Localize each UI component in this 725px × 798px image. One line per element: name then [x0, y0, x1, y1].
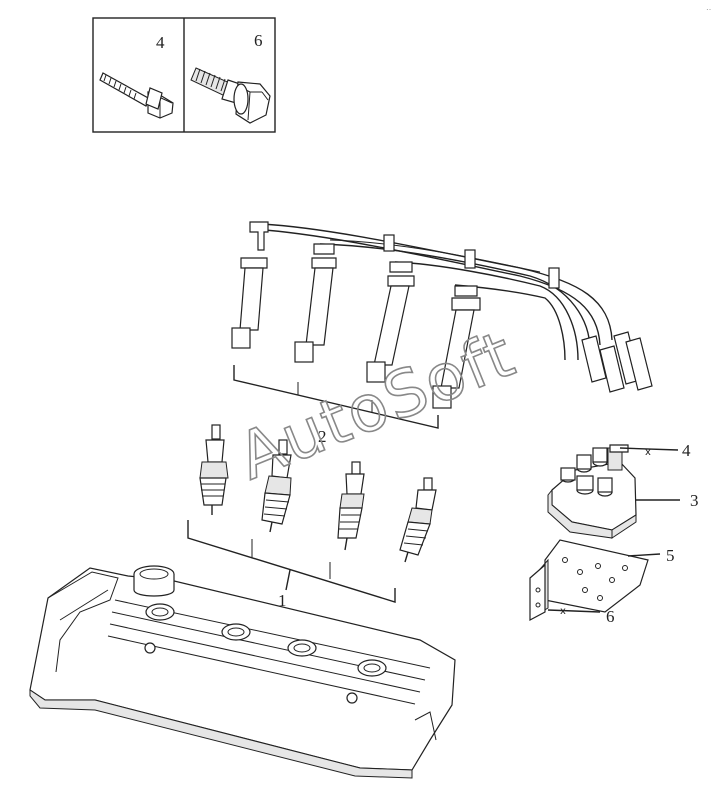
spark-plug: [337, 461, 365, 551]
callout-2: 2: [318, 427, 327, 446]
lead-group-bracket: [233, 365, 439, 429]
callout-4: 4: [682, 441, 691, 460]
plug-group-bracket: [187, 520, 396, 603]
spark-plug: [399, 477, 437, 563]
lead-clip: [548, 267, 560, 289]
plug-boot: [231, 221, 269, 349]
callout-3: 3: [690, 491, 699, 510]
lead-boot: [599, 345, 625, 393]
plug-boot: [366, 261, 415, 383]
fastener-inset: 4 6: [92, 17, 276, 133]
valve-cover: [29, 565, 456, 779]
lead-boot: [581, 335, 607, 383]
hex-bolt-icon: [99, 72, 174, 119]
plug-boot: [432, 285, 481, 409]
callout-1: 1: [278, 591, 287, 610]
spark-plug: [199, 424, 229, 515]
lead-clip: [383, 234, 395, 252]
callout-6: 6: [606, 607, 615, 626]
watermark: AutoSoft: [228, 317, 525, 495]
plug-boot: [294, 243, 337, 363]
lead-boot: [625, 337, 653, 391]
flange-screw-icon: [190, 67, 271, 124]
inset-callout-4: 4: [156, 33, 165, 52]
mounting-bracket: 5 x 6: [529, 539, 675, 626]
corner-mark: ‥: [706, 3, 711, 12]
callout-5: 5: [666, 546, 675, 565]
spark-plug: [261, 439, 292, 533]
distributor-cap: x 4 3: [547, 441, 699, 539]
inset-callout-6: 6: [254, 31, 263, 50]
spark-plugs: 1: [187, 424, 437, 610]
svg-text:x: x: [645, 447, 651, 458]
ignition-leads: 2: [231, 221, 653, 446]
svg-text:x: x: [560, 606, 566, 617]
lead-clip: [464, 249, 476, 269]
